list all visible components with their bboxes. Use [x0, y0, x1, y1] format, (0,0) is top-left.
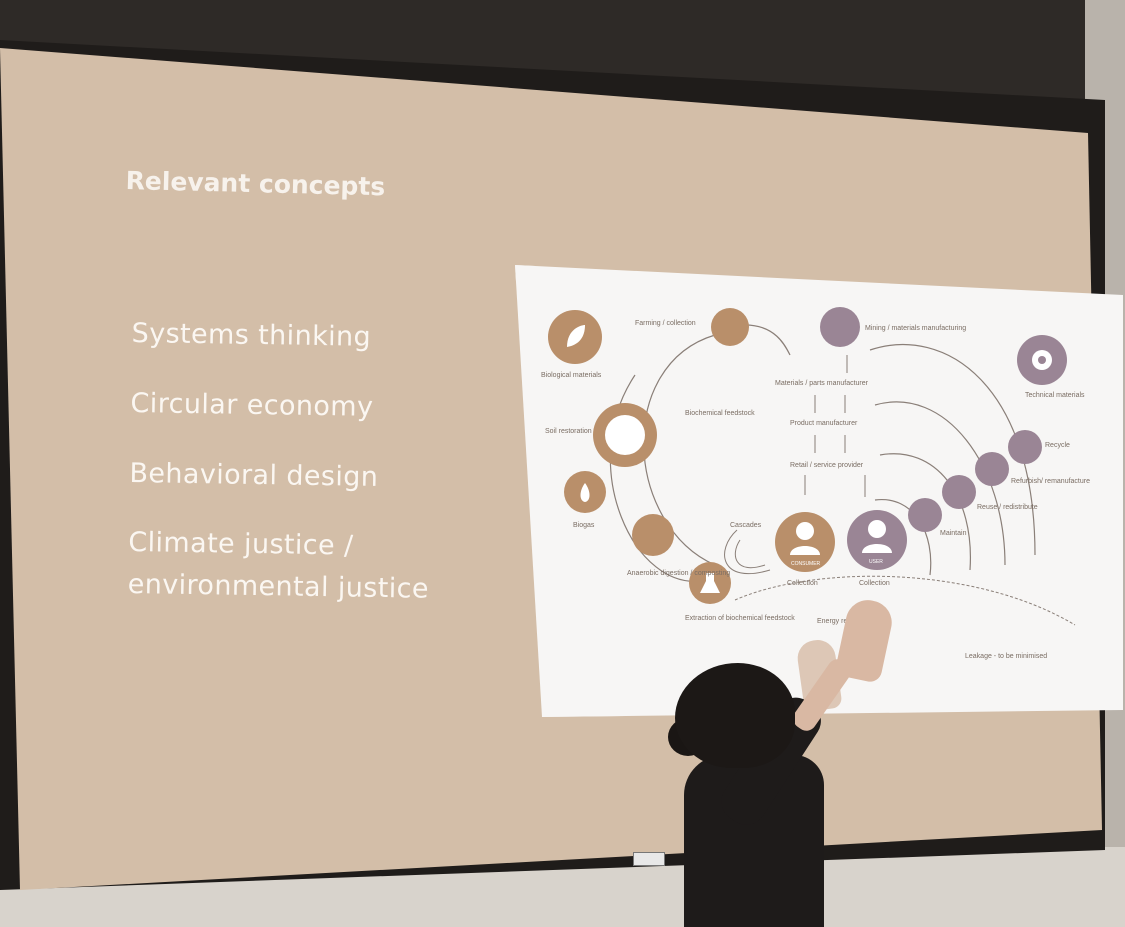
label-biochemical-feedstock: Biochemical feedstock [685, 410, 755, 417]
label-collection-left: Collection [787, 580, 818, 587]
label-consumer: CONSUMER [791, 561, 821, 567]
label-retail: Retail / service provider [790, 462, 864, 469]
globe-glyph [605, 415, 645, 455]
gear-hole [1038, 356, 1046, 364]
label-leakage: Leakage - to be minimised [965, 653, 1047, 660]
label-collection-right: Collection [859, 580, 890, 587]
label-technical-materials: Technical materials [1025, 392, 1085, 399]
label-refurbish: Refurbish/ remanufacture [1011, 478, 1090, 485]
recycle-icon [1008, 430, 1042, 464]
concept-line: environmental justice [127, 568, 430, 605]
label-maintain: Maintain [940, 530, 967, 537]
diagram-svg: Biological materials Farming / collectio… [541, 307, 1090, 660]
person-head-glyph [868, 520, 886, 538]
flow-arrow [744, 324, 791, 356]
user-icon [847, 510, 907, 570]
label-extraction: Extraction of biochemical feedstock [685, 615, 795, 622]
factory-icon [975, 452, 1009, 486]
tech-cycle-arc [874, 401, 1006, 566]
person-body-glyph [862, 544, 892, 553]
label-product-manufacturer: Product manufacturer [790, 420, 858, 427]
label-user: USER [869, 559, 883, 565]
label-farming: Farming / collection [635, 320, 696, 327]
slide-title: Relevant concepts [125, 166, 386, 202]
label-cascades: Cascades [730, 522, 762, 529]
label-biogas: Biogas [573, 522, 595, 529]
label-materials-parts: Materials / parts manufacturer [775, 380, 869, 387]
person-head-glyph [796, 522, 814, 540]
flask-glyph [700, 573, 720, 593]
label-mining: Mining / materials manufacturing [865, 325, 966, 332]
concept-list: Systems thinking Circular economy Behavi… [127, 312, 433, 611]
concept-item: Climate justice / environmental justice [127, 522, 430, 611]
tractor-icon [820, 307, 860, 347]
concept-item: Systems thinking [131, 317, 372, 353]
concept-item: Behavioral design [129, 457, 379, 493]
consumer-icon [775, 512, 835, 572]
flame-glyph [580, 483, 590, 502]
wall-sign [633, 852, 665, 866]
label-energy: Energy recovery [817, 618, 868, 625]
cascade-arc [734, 539, 766, 569]
compost-icon [632, 514, 674, 556]
presenter-head [675, 663, 795, 768]
label-biological-materials: Biological materials [541, 372, 602, 379]
label-anaerobic: Anaerobic digestion / composting [627, 570, 730, 577]
tech-cycle-arc [869, 344, 1036, 556]
wheat-icon [711, 308, 749, 346]
label-reuse: Reuse / redistribute [977, 504, 1038, 511]
wrench-icon [908, 498, 942, 532]
label-soil-restoration: Soil restoration [545, 428, 592, 435]
leakage-arc [734, 575, 1076, 626]
leaf-glyph [567, 325, 585, 347]
concept-line: Climate justice / [128, 526, 354, 562]
concept-item: Circular economy [130, 387, 374, 423]
person-body-glyph [790, 546, 820, 555]
cascade-arc [724, 529, 771, 575]
people-icon [942, 475, 976, 509]
label-recycle: Recycle [1045, 442, 1070, 449]
